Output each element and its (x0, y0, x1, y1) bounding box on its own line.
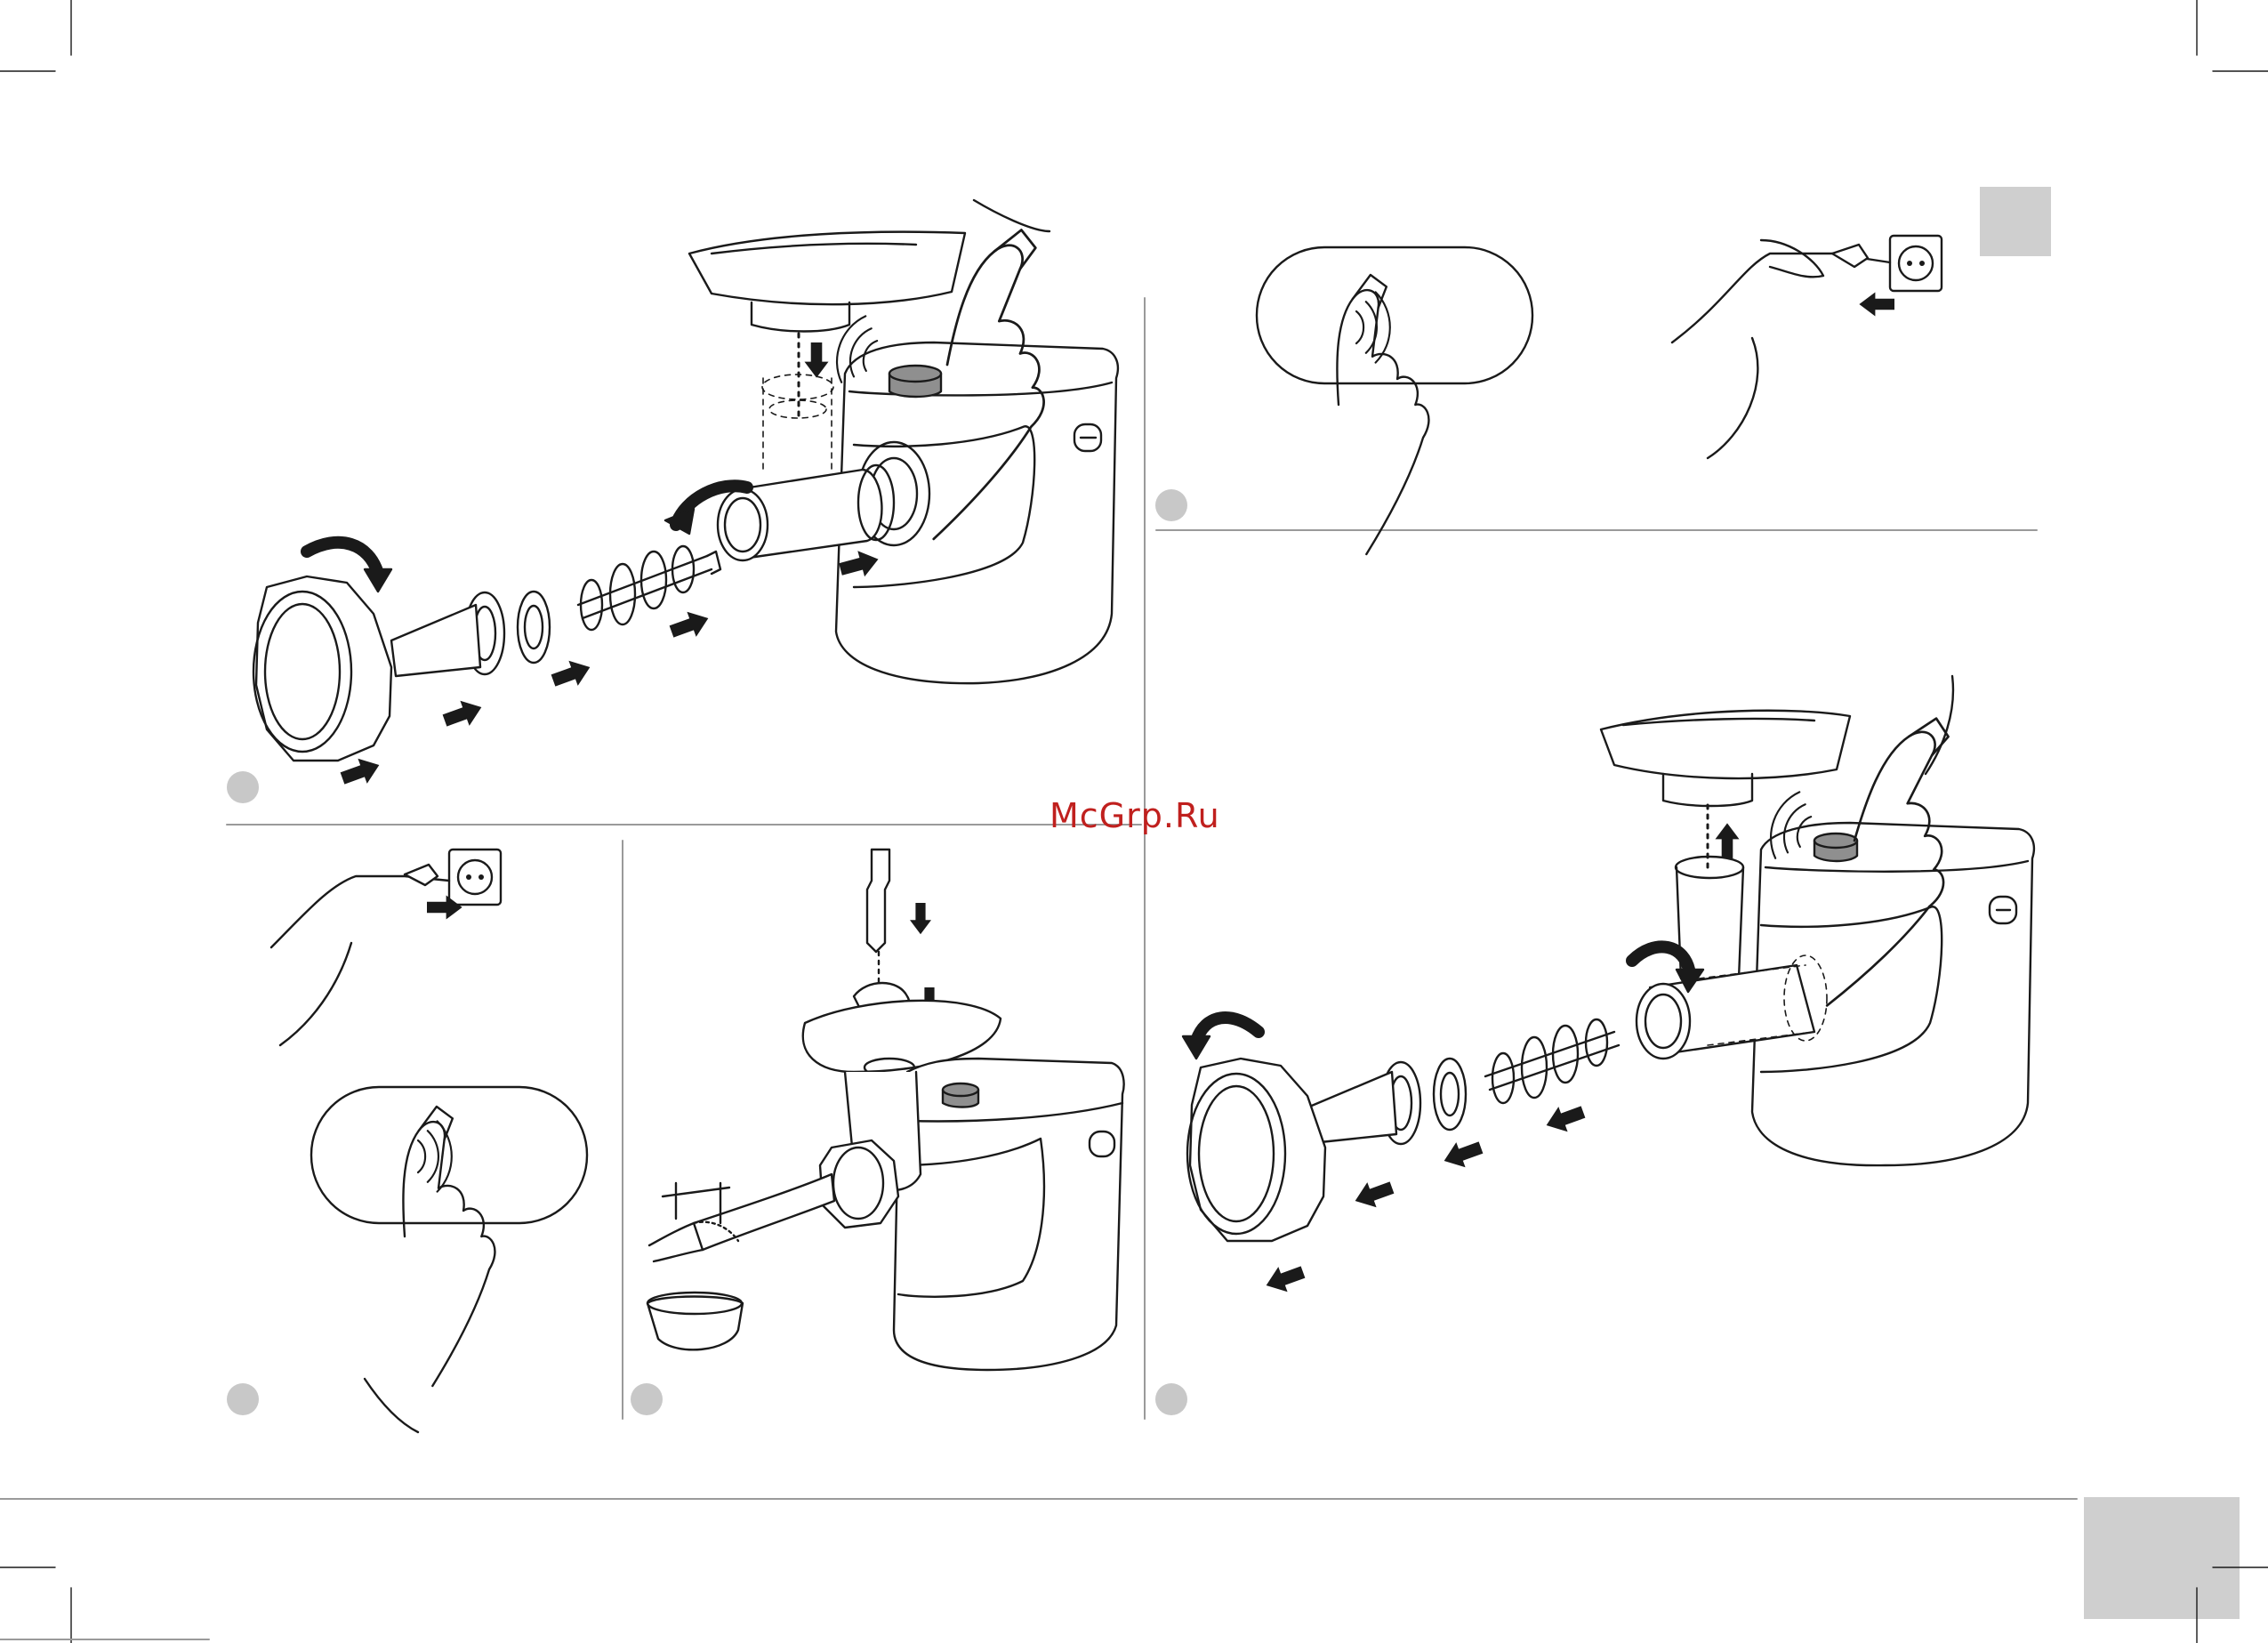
feed-tray (689, 232, 965, 332)
food-pusher (867, 850, 889, 952)
power-button-pill (1257, 247, 1532, 383)
step-badge (227, 771, 259, 803)
step-badge (1155, 1383, 1187, 1415)
step-badge (631, 1383, 663, 1415)
panel-plug-in-switch-on (271, 850, 587, 1432)
step-badge (1155, 489, 1187, 521)
panel-sausage-filling (647, 850, 1124, 1370)
ring-nut (253, 576, 391, 761)
step-badge (227, 1383, 259, 1415)
panel-assemble-grinder (253, 200, 1118, 791)
panel-disassemble-grinder (1183, 676, 2034, 1298)
collection-bowl (647, 1297, 743, 1350)
panel-switch-off-unplug (1257, 236, 1942, 561)
power-button-pill (311, 1087, 587, 1223)
watermark-text: McGrp.Ru (1050, 796, 1220, 835)
